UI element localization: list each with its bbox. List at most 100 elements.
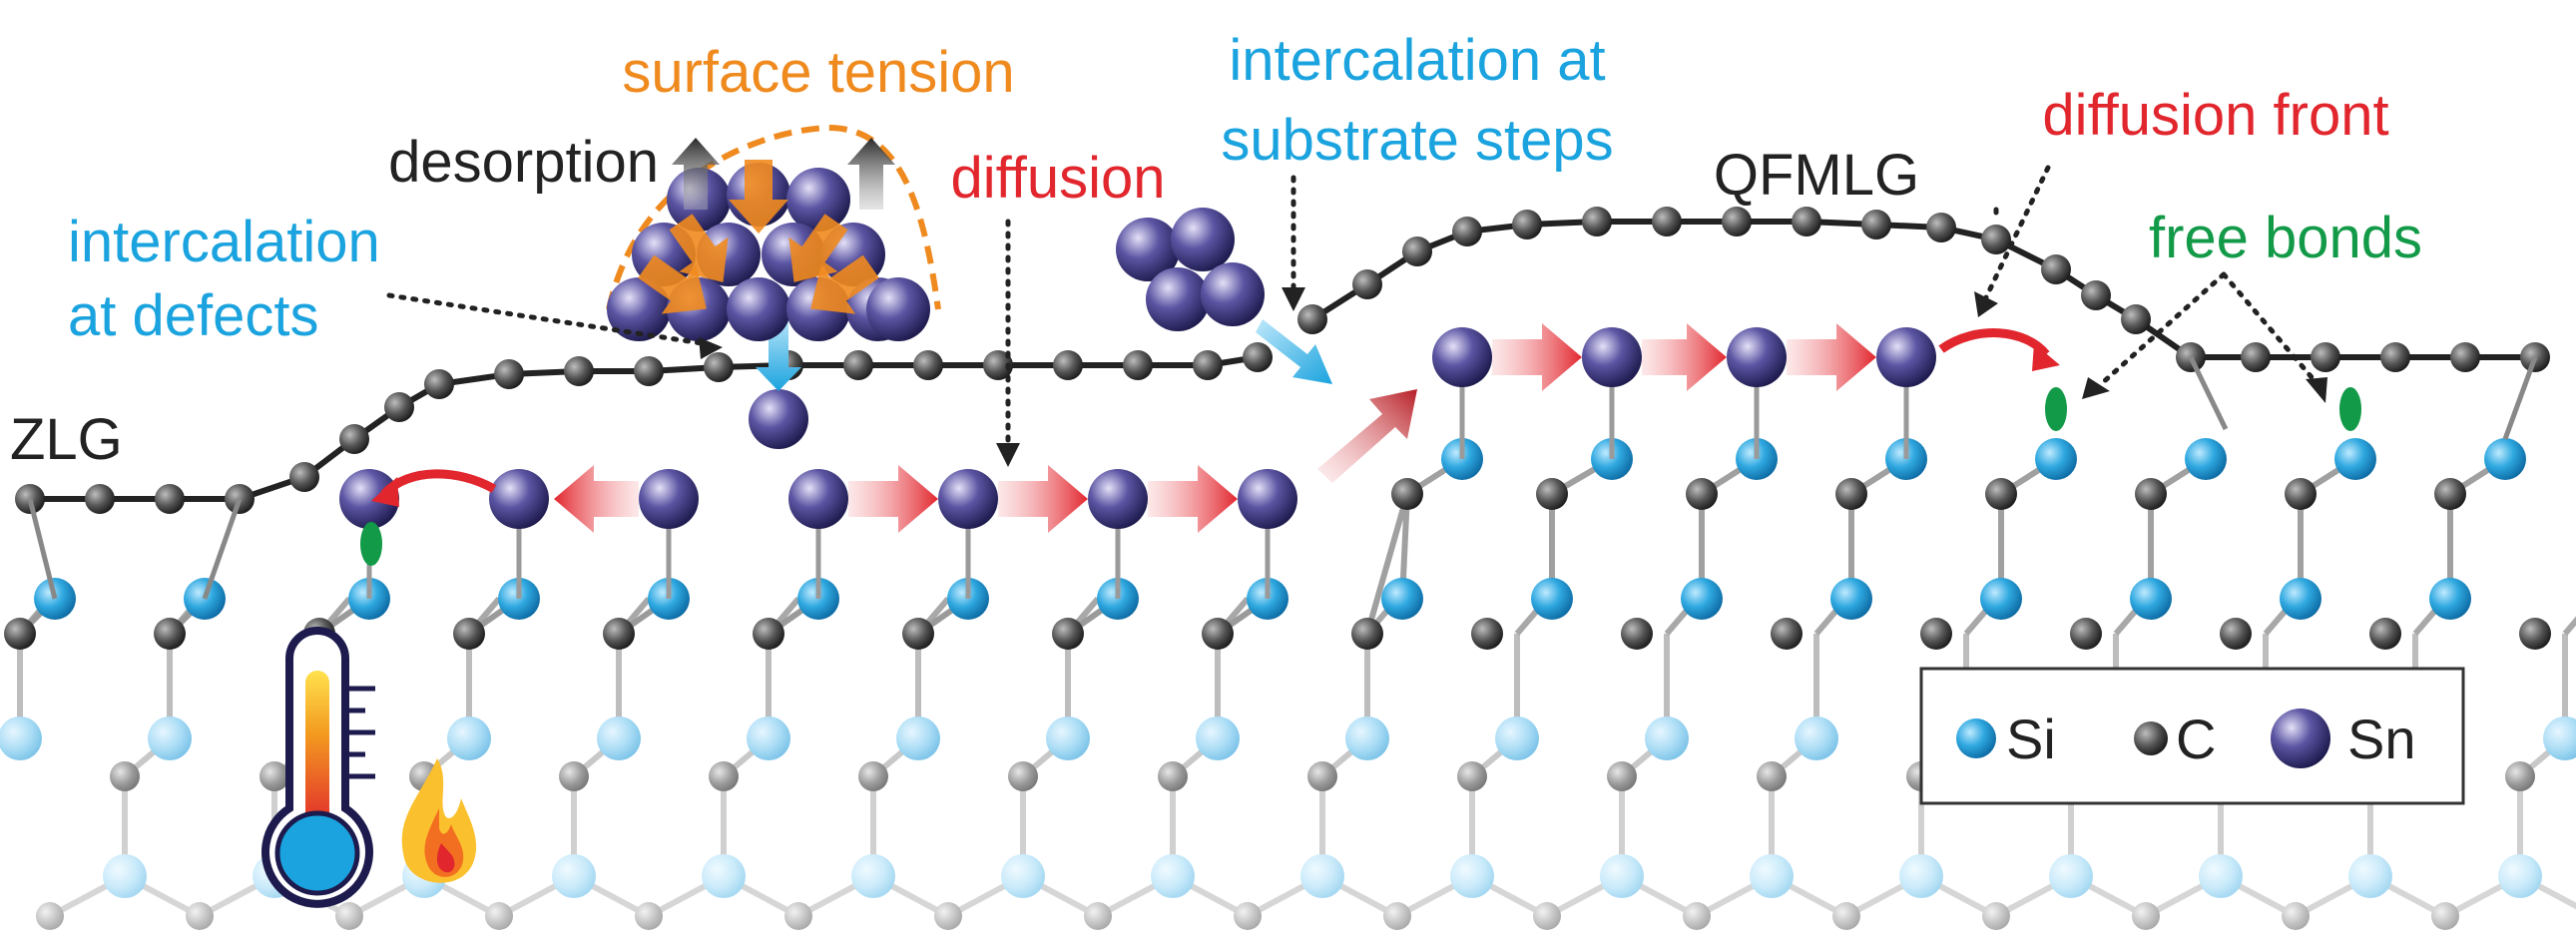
curved-arrow — [1938, 328, 2050, 358]
sn-cluster-atom — [786, 168, 850, 232]
carbon-atom — [635, 902, 663, 930]
carbon-atom — [2431, 902, 2459, 930]
silicon-atom — [851, 854, 895, 898]
graphene-carbon-atom — [2380, 342, 2410, 372]
graphene-carbon-atom — [2081, 280, 2111, 310]
flame-icon — [401, 758, 477, 883]
sn-atom — [788, 469, 848, 529]
carbon-atom — [753, 618, 784, 650]
orange-arrowhead — [729, 160, 788, 234]
silicon-atom — [2334, 438, 2376, 480]
sic-substrate — [0, 438, 2576, 930]
diffusion-arrow — [848, 465, 938, 533]
graphene-carbon-atom — [1123, 350, 1153, 380]
orange-arrow — [669, 214, 729, 282]
graphene-carbon-atom — [2121, 304, 2151, 334]
sn-atom — [639, 469, 699, 529]
silicon-atom — [2035, 438, 2077, 480]
silicon-atom — [447, 716, 491, 760]
carbon-atom — [1084, 902, 1112, 930]
carbon-atom — [1771, 618, 1803, 650]
intercalation-defects-label-1: intercalation — [68, 210, 380, 274]
orange-arrow — [810, 254, 879, 314]
graphene-carbon-atom — [1053, 350, 1083, 380]
pointer-lines — [386, 165, 2320, 450]
legend: Si C Sn — [1919, 667, 2465, 805]
silicon-atom — [148, 716, 192, 760]
silicon-atom — [2049, 854, 2093, 898]
carbon-atom — [1008, 761, 1038, 791]
carbon-atom — [2434, 478, 2466, 510]
graphene-carbon-atom — [634, 356, 664, 386]
graphene-carbon-atom — [2041, 254, 2071, 284]
carbon-atom — [2132, 902, 2160, 930]
orange-arrowhead — [638, 254, 707, 314]
graphene-carbon-atom — [1981, 225, 2011, 254]
sn-atom — [339, 469, 399, 529]
carbon-atom — [4, 618, 36, 650]
diffusion-arrow — [1492, 323, 1582, 391]
diffusion-arrow — [1787, 323, 1876, 391]
graphene-carbon-atom — [1926, 213, 1956, 242]
carbon-atom — [335, 902, 363, 930]
carbon-atom — [2220, 618, 2252, 650]
zlg-anchor-bond — [2502, 356, 2538, 440]
diffusion-arrow — [1148, 465, 1238, 533]
legend-sn-swatch — [2271, 709, 2330, 768]
sn-atom — [1876, 327, 1936, 387]
graphene-carbon-atom — [1512, 210, 1542, 239]
intercalation-defects-label-2: at defects — [68, 283, 318, 348]
step-arrow — [1317, 389, 1417, 483]
graphene-carbon-atom — [15, 484, 45, 514]
graphene-carbon-atom — [2241, 342, 2271, 372]
sn-atom — [1201, 262, 1265, 326]
bond — [1364, 493, 1410, 635]
carbon-atom — [1383, 902, 1411, 930]
carbon-atom — [110, 761, 140, 791]
diffusion-label: diffusion — [951, 146, 1166, 211]
carbon-atom — [1533, 902, 1561, 930]
silicon-atom — [1450, 854, 1494, 898]
graphene-carbon-atom — [494, 359, 524, 389]
graphene-carbon-atom — [704, 352, 734, 382]
graphene-carbon-atom — [983, 350, 1013, 380]
desorption-arrow — [672, 138, 720, 210]
graphene-carbon-atom — [289, 462, 319, 492]
intercalation-steps-label-2: substrate steps — [1221, 108, 1613, 173]
carbon-atom — [1607, 761, 1637, 791]
carbon-atom — [2369, 618, 2401, 650]
diffusion-arrow — [1642, 323, 1727, 391]
carbon-atom — [1686, 478, 1718, 510]
silicon-atom — [2130, 578, 2172, 620]
sn-cluster-atom — [607, 277, 671, 341]
graphene-carbon-atom — [1722, 207, 1752, 237]
sn-atom — [1432, 327, 1492, 387]
graphene-carbon-atom — [913, 350, 943, 380]
carbon-atom — [1234, 902, 1262, 930]
zlg-anchor-bond — [2188, 355, 2229, 431]
carbon-atom — [2282, 902, 2310, 930]
carbon-atom — [902, 618, 934, 650]
orange-arrow — [788, 214, 848, 282]
graphene-carbon-atom — [1352, 269, 1382, 299]
silicon-atom — [1645, 716, 1689, 760]
graphene-carbon-atom — [1652, 207, 1682, 237]
silicon-atom — [2185, 438, 2227, 480]
thermometer-icon — [261, 627, 375, 908]
intercalation-arrow — [756, 314, 801, 391]
carbon-atom — [784, 902, 812, 930]
sn-cluster-atom — [727, 277, 790, 341]
carbon-atom — [1471, 618, 1503, 650]
sn-cluster-atom — [866, 277, 930, 341]
graphene-carbon-atom — [384, 392, 414, 422]
silicon-atom — [2543, 716, 2576, 760]
graphene-carbon-atom — [155, 484, 185, 514]
graphene-carbon-atom — [2450, 342, 2480, 372]
carbon-atom — [1757, 761, 1787, 791]
silicon-atom — [1001, 854, 1045, 898]
silicon-atom — [896, 716, 940, 760]
carbon-atom — [1351, 618, 1383, 650]
silicon-atom — [1196, 716, 1240, 760]
sn-atom — [1088, 469, 1148, 529]
silicon-atom — [1046, 716, 1090, 760]
